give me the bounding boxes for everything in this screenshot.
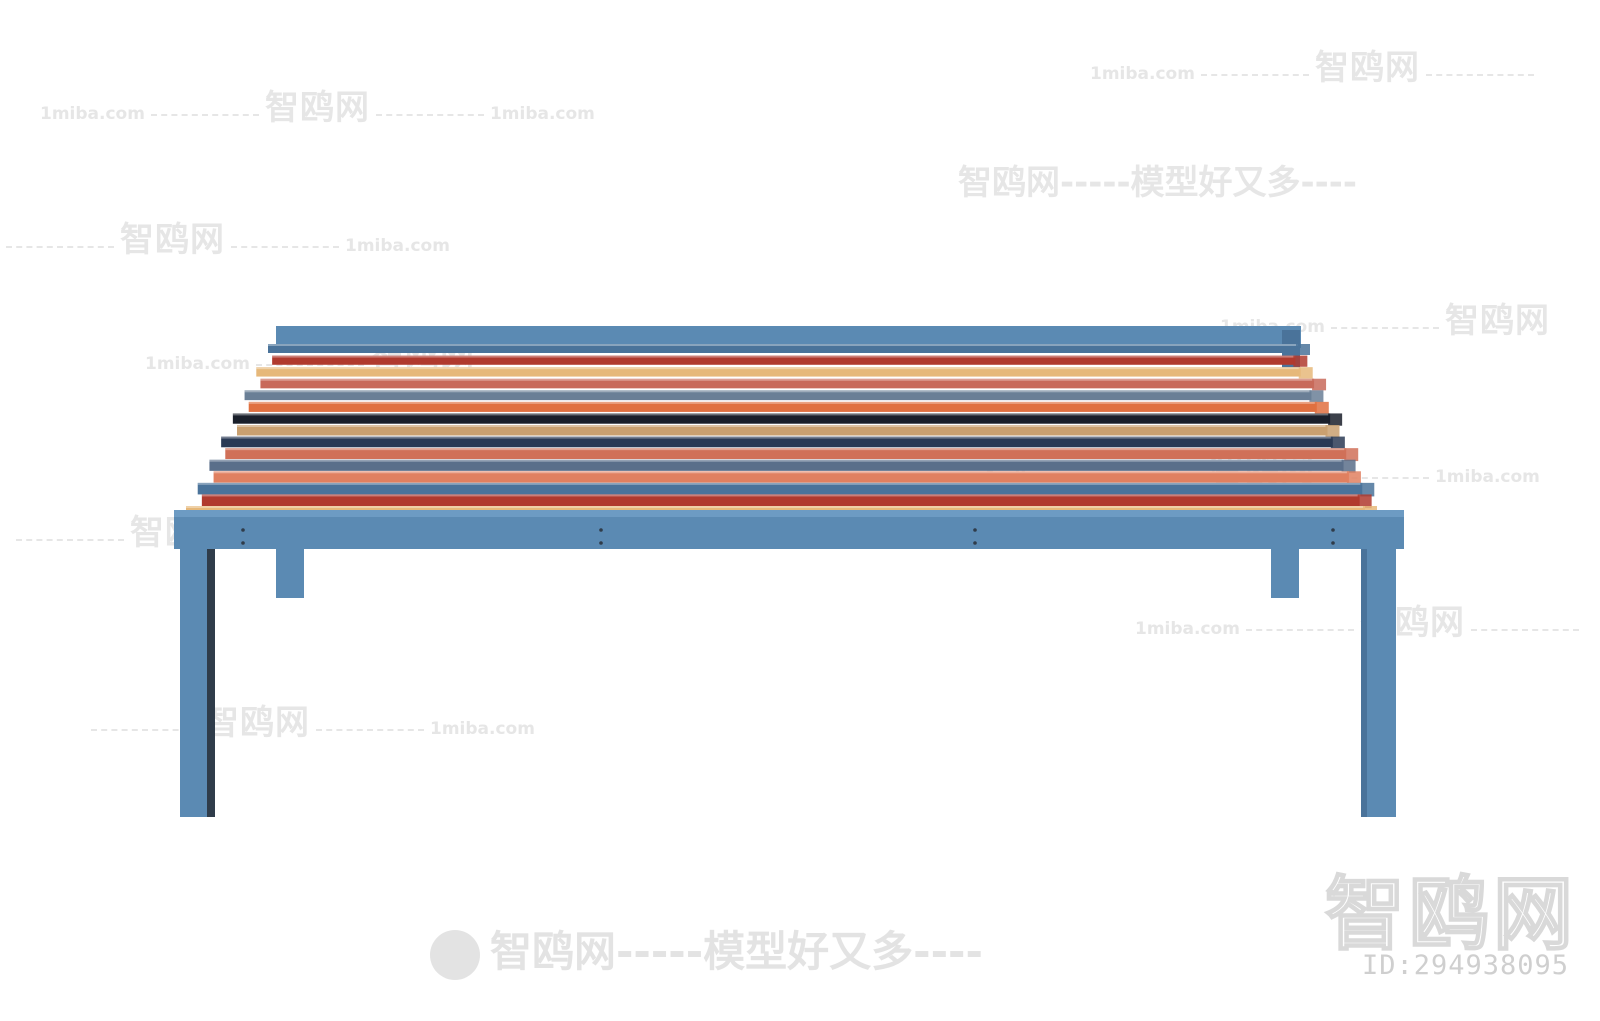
bench-slat	[260, 378, 1315, 389]
bench-slat-highlight	[256, 367, 1301, 370]
bench-slat-highlight	[248, 401, 1317, 404]
bench-front-leg-left-shadow	[207, 549, 215, 817]
bench-front-leg-right-shadow	[1361, 549, 1367, 817]
bench-slat-end	[1330, 436, 1345, 450]
bench-slat-end	[1344, 448, 1359, 462]
bench-slat	[256, 367, 1301, 377]
bench-slat-highlight	[272, 355, 1296, 358]
bench-slat-highlight	[209, 459, 1344, 462]
bench-slat	[272, 355, 1296, 365]
bench-slat-highlight	[232, 413, 1331, 416]
watermark-logo-icon	[430, 929, 480, 980]
watermark-brand-logo: 智鸥网	[1324, 867, 1577, 962]
bench-slat-highlight	[213, 471, 1349, 474]
bench-slat-end	[1341, 459, 1356, 473]
bench-slat-highlight	[260, 378, 1315, 381]
bench-slat-highlight	[237, 425, 1328, 427]
bench-screw	[241, 528, 245, 532]
bench-slat-end	[1325, 425, 1340, 438]
bench-slat-end	[1296, 344, 1310, 355]
bench-slat	[232, 413, 1331, 424]
bench-front-rail-top	[174, 510, 1404, 518]
bench-back-leg-right	[1271, 545, 1299, 598]
bench-slat-end	[1309, 390, 1324, 403]
bench-slat-highlight	[201, 494, 1360, 497]
bench-slat	[237, 425, 1328, 436]
bench-screw	[1331, 528, 1335, 532]
bench-slat-highlight	[186, 506, 1365, 508]
bench-slat-end	[1293, 355, 1308, 367]
bench-screw	[241, 541, 245, 545]
bench-screw	[973, 541, 977, 545]
bench-slats	[186, 344, 1377, 520]
bench-slat-highlight	[197, 482, 1363, 485]
bench-screw	[599, 541, 603, 545]
bench-slat	[248, 401, 1317, 412]
bench-slat-end	[1328, 413, 1343, 426]
watermark-slogan: 智鸥网-----模型好又多----	[430, 918, 983, 980]
bench-slat	[213, 471, 1349, 483]
bench-slat-highlight	[268, 344, 1298, 346]
bench-slat-end	[1346, 471, 1361, 485]
bench-slat-highlight	[221, 436, 1333, 439]
bench-slat	[268, 344, 1298, 353]
bench-slat-end	[1357, 494, 1372, 509]
bench-slat-highlight	[244, 390, 1312, 393]
bench-slat	[197, 482, 1363, 495]
bench-back-rail	[276, 326, 1301, 348]
bench-screw	[599, 528, 603, 532]
bench-slat-end	[1298, 367, 1313, 379]
bench-slat-end	[1360, 482, 1375, 497]
bench-slat	[244, 390, 1312, 401]
bench-slat	[221, 436, 1333, 448]
bench-screw	[973, 528, 977, 532]
watermark-id: ID:294938095	[1362, 950, 1570, 981]
bench-screw	[1331, 541, 1335, 545]
bench-slat	[201, 494, 1360, 507]
bench-slat	[209, 459, 1344, 471]
bench-front-rail	[174, 517, 1404, 549]
bench-slat	[225, 448, 1347, 460]
bench-back-leg-left	[276, 545, 304, 598]
bench-slat-end	[1314, 401, 1329, 414]
bench-slat-highlight	[225, 448, 1347, 451]
bench-slat-end	[1312, 378, 1327, 391]
